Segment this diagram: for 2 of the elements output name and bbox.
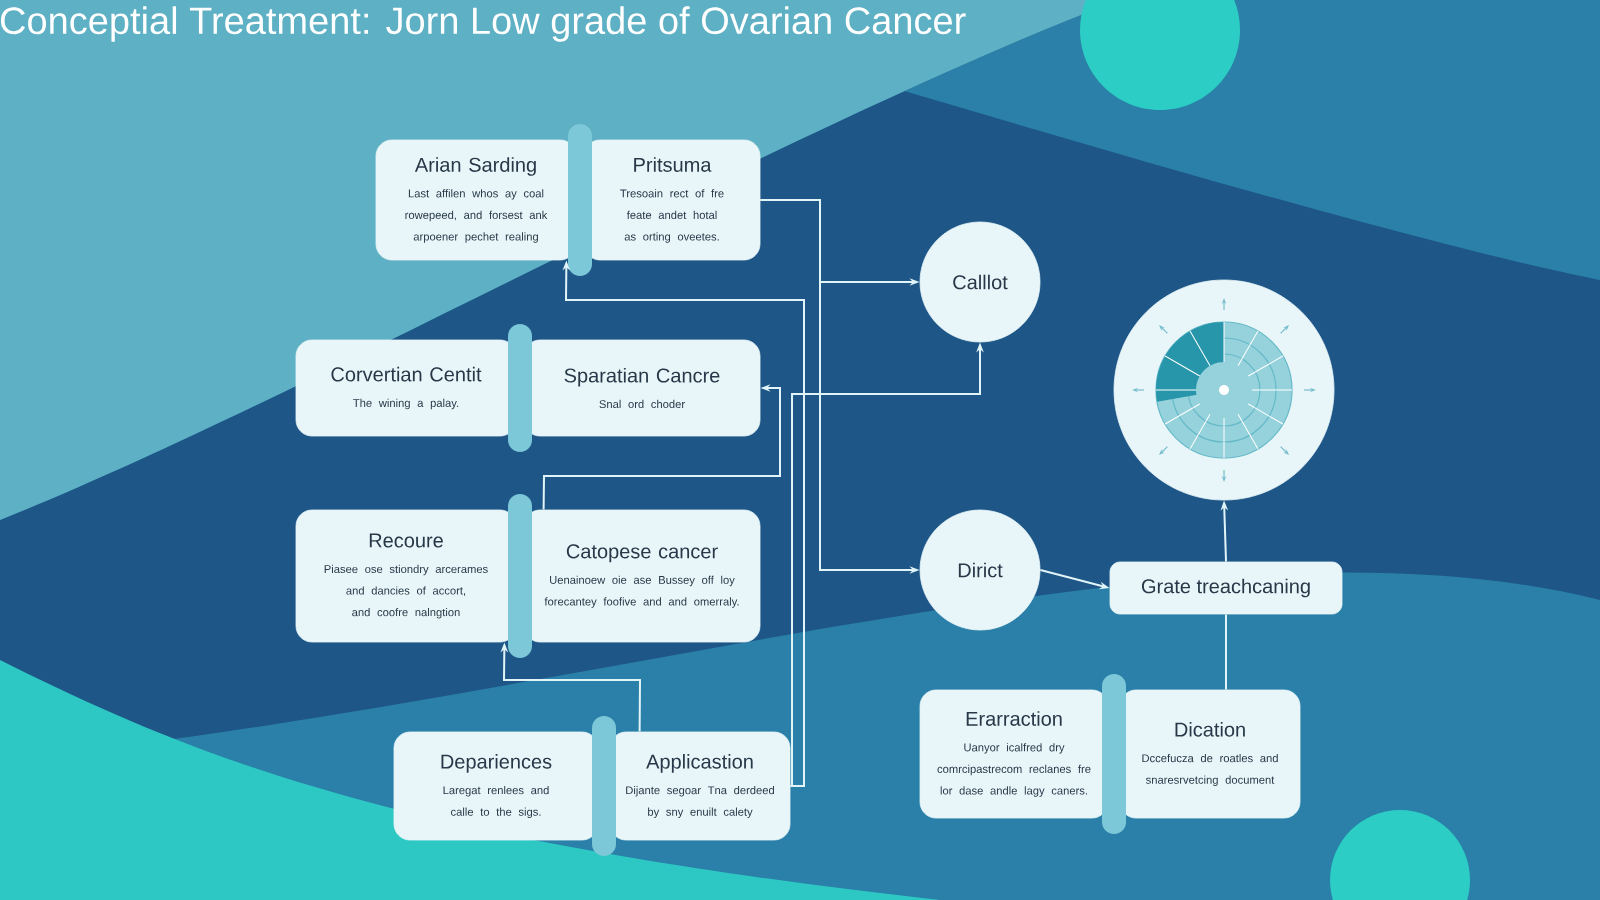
label-box: Grate treachcaning xyxy=(1109,561,1343,615)
title: Conceptial Treatment: Jorn Low grade of Ovarian Cancer xyxy=(1,6,966,42)
